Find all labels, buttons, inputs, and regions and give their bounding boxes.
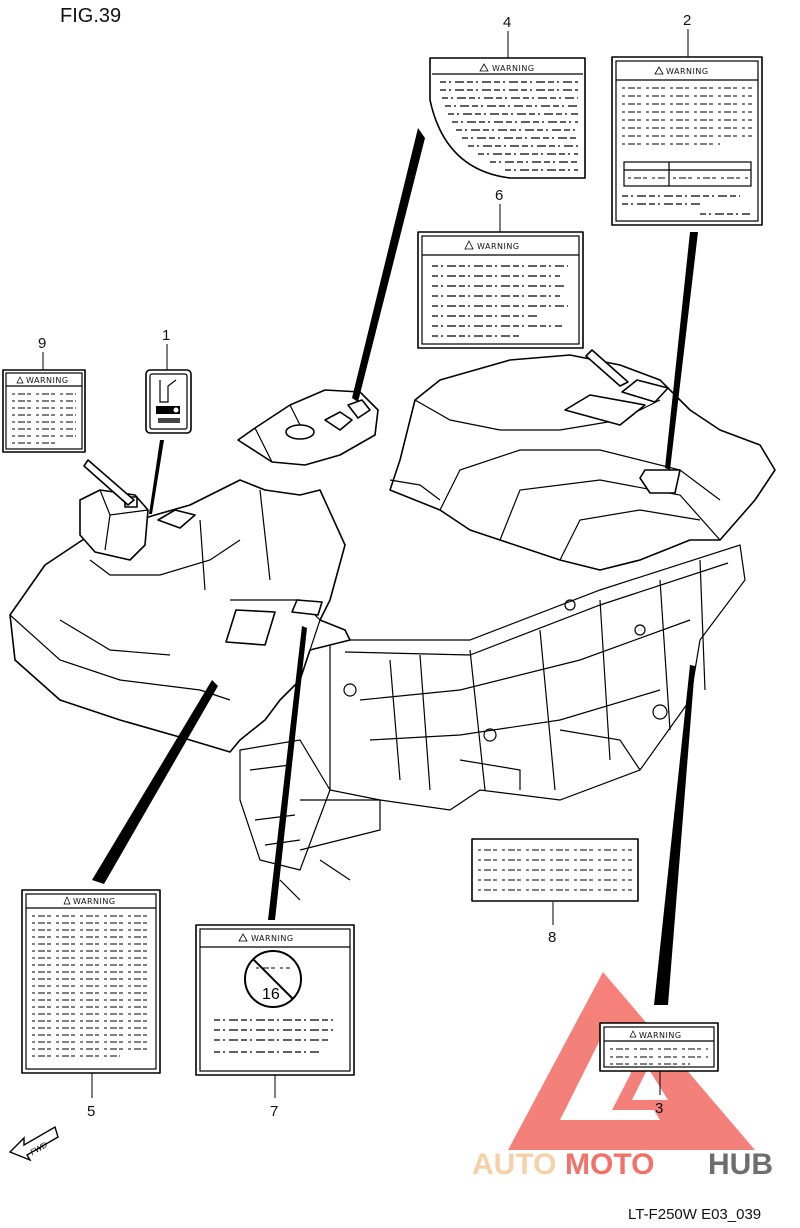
label-5-warning-text: WARNING <box>73 897 116 906</box>
label-3-warning-text: WARNING <box>639 1031 682 1040</box>
age-restriction-number: 16 <box>262 986 280 1003</box>
warning-triangle-icon <box>629 1030 637 1038</box>
fwd-arrow-icon: FWD <box>8 1125 59 1162</box>
leader-label-3 <box>654 665 695 1005</box>
callout-2: 2 <box>683 12 691 57</box>
callout-8: 8 <box>548 902 556 946</box>
callout-7: 7 <box>270 1075 278 1120</box>
rear-fender <box>389 354 776 571</box>
age-restriction-icon: 16 <box>244 950 302 1008</box>
callout-number-9: 9 <box>38 335 46 352</box>
callout-number-4: 4 <box>503 14 511 31</box>
warning-label-5: WARNING <box>21 889 161 1074</box>
callout-9: 9 <box>38 335 46 370</box>
warning-label-3: WARNING <box>599 1022 719 1072</box>
warning-label-7: WARNING 16 <box>195 924 355 1076</box>
warning-label-9: WARNING <box>2 369 86 453</box>
fuel-tank-cover <box>237 389 379 466</box>
label-7-warning-text: WARNING <box>251 934 294 943</box>
leader-label-5 <box>92 680 218 884</box>
leader-label-rear-small <box>585 349 629 387</box>
watermark-text-moto: MOTO <box>565 1148 654 1181</box>
label-2-warning-text: WARNING <box>666 67 709 76</box>
rear-fender-label-area-a <box>564 394 646 426</box>
callout-number-6: 6 <box>495 187 503 204</box>
rear-fender-label-area-c <box>621 379 669 403</box>
info-label-8 <box>471 838 639 902</box>
warning-triangle-icon <box>654 66 664 75</box>
callout-number-2: 2 <box>683 12 691 29</box>
warning-label-6: WARNING <box>417 231 584 349</box>
leader-label-2 <box>665 232 698 470</box>
callout-4: 4 <box>503 14 511 58</box>
shift-lever-icon <box>156 406 180 414</box>
front-fender-label-area <box>225 609 276 646</box>
label-2-table <box>623 161 752 187</box>
watermark-text-hub: HUB <box>708 1148 773 1181</box>
shift-label-1 <box>145 369 192 434</box>
callout-number-5: 5 <box>87 1103 95 1120</box>
label-4-warning-text: WARNING <box>492 64 535 73</box>
front-fender <box>9 479 351 753</box>
callout-5: 5 <box>87 1073 95 1120</box>
rear-fender-label-area-b <box>639 469 681 494</box>
watermark-logo: AUTO MOTO HUB <box>472 972 773 1181</box>
figure-title: FIG.39 <box>60 5 121 27</box>
callout-3: 3 <box>655 1070 663 1117</box>
callout-number-8: 8 <box>548 929 556 946</box>
callout-number-1: 1 <box>162 327 170 344</box>
vehicle-frame <box>239 544 746 901</box>
callout-number-3: 3 <box>655 1100 663 1117</box>
footer-code: LT-F250W E03_039 <box>628 1206 761 1223</box>
leader-label-9 <box>83 459 135 506</box>
leader-label-1 <box>149 440 164 514</box>
warning-triangle-icon <box>63 896 71 905</box>
warning-triangle-icon <box>464 240 474 250</box>
watermark-text-auto: AUTO <box>472 1148 556 1181</box>
warning-label-4: WARNING <box>429 57 586 179</box>
warning-triangle-icon <box>16 376 24 384</box>
leader-label-4 <box>352 128 425 402</box>
callout-number-7: 7 <box>270 1103 278 1120</box>
label-9-warning-text: WARNING <box>26 376 69 385</box>
callout-1: 1 <box>162 327 170 370</box>
warning-triangle-icon <box>238 933 248 942</box>
warning-label-2: WARNING <box>611 56 763 226</box>
callout-6: 6 <box>495 187 503 232</box>
leader-label-7 <box>268 626 307 920</box>
warning-triangle-icon <box>479 63 489 72</box>
label-6-warning-text: WARNING <box>477 242 520 251</box>
